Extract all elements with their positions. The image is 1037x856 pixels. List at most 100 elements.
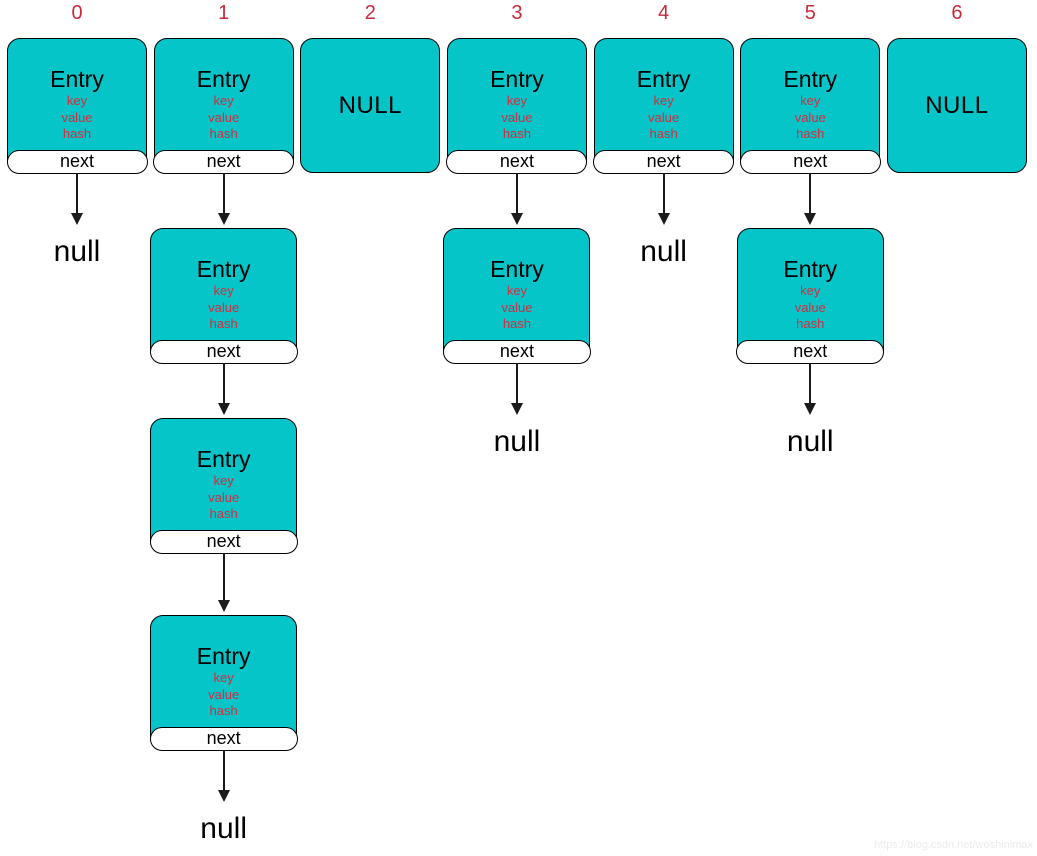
arrow-head-icon bbox=[217, 403, 230, 415]
entry-field-value: value bbox=[501, 109, 533, 125]
arrow-line bbox=[222, 173, 225, 213]
entry-title: Entry bbox=[783, 256, 838, 282]
entry-field-key: key bbox=[213, 670, 234, 685]
entry-next-slot: next bbox=[149, 726, 298, 751]
entry-next-slot: next bbox=[6, 149, 148, 174]
arrow-line bbox=[222, 363, 225, 403]
arrow-head-icon bbox=[510, 403, 523, 415]
entry-field-hash: hash bbox=[649, 126, 678, 141]
entry-title: Entry bbox=[490, 66, 544, 92]
down-arrow bbox=[510, 363, 524, 415]
down-arrow bbox=[217, 173, 231, 225]
entry-field-value: value bbox=[208, 686, 240, 702]
entry-field-key: key bbox=[506, 283, 528, 298]
entry-field-key: key bbox=[653, 93, 674, 108]
entry-field-key: key bbox=[213, 93, 234, 108]
entry-next-slot: next bbox=[739, 149, 881, 174]
bucket-index-label: 0 bbox=[71, 2, 83, 24]
arrow-line bbox=[809, 363, 812, 403]
arrow-line bbox=[809, 173, 812, 213]
chain-null-label: null bbox=[200, 812, 247, 845]
arrow-line bbox=[222, 750, 225, 790]
arrow-head-icon bbox=[804, 213, 817, 225]
entry-field-value: value bbox=[61, 109, 93, 125]
arrow-head-icon bbox=[71, 213, 83, 225]
entry-title: Entry bbox=[490, 256, 544, 282]
arrow-line bbox=[222, 553, 225, 600]
chain-null-label: null bbox=[493, 425, 541, 458]
arrow-line bbox=[515, 363, 518, 403]
chain-null-label: null bbox=[53, 235, 101, 268]
entry-field-hash: hash bbox=[796, 126, 825, 141]
entry-next-slot: next bbox=[593, 149, 735, 174]
down-arrow bbox=[217, 750, 231, 802]
null-bucket-node: NULL bbox=[300, 38, 441, 173]
entry-field-key: key bbox=[506, 93, 528, 108]
entry-field-hash: hash bbox=[209, 316, 238, 331]
entry-title: Entry bbox=[783, 66, 838, 92]
entry-title: Entry bbox=[636, 66, 691, 92]
bucket-index-label: 5 bbox=[804, 2, 816, 24]
entry-field-hash: hash bbox=[502, 316, 532, 331]
entry-title: Entry bbox=[196, 256, 251, 282]
arrow-line bbox=[76, 173, 78, 213]
entry-next-slot: next bbox=[736, 339, 885, 364]
entry-field-value: value bbox=[501, 299, 533, 315]
entry-field-value: value bbox=[208, 299, 240, 315]
entry-field-hash: hash bbox=[796, 316, 825, 331]
entry-next-slot: next bbox=[149, 339, 298, 364]
down-arrow bbox=[217, 363, 231, 415]
chain-null-label: null bbox=[786, 425, 834, 458]
entry-field-hash: hash bbox=[209, 506, 238, 521]
entry-title: Entry bbox=[196, 643, 251, 669]
down-arrow bbox=[803, 363, 817, 415]
entry-title: Entry bbox=[50, 66, 104, 92]
arrow-head-icon bbox=[657, 213, 670, 225]
entry-field-hash: hash bbox=[209, 126, 238, 141]
entry-field-key: key bbox=[213, 283, 234, 298]
entry-field-value: value bbox=[794, 299, 826, 315]
entry-field-key: key bbox=[66, 93, 88, 108]
entry-field-value: value bbox=[794, 109, 826, 125]
bucket-index-label: 4 bbox=[658, 2, 670, 24]
null-bucket-node: NULL bbox=[886, 38, 1027, 173]
down-arrow bbox=[510, 173, 524, 225]
bucket-index-label: 3 bbox=[511, 2, 523, 24]
down-arrow bbox=[803, 173, 817, 225]
bucket-index-label: 6 bbox=[951, 2, 963, 24]
watermark: https://blog.csdn.net/woshinimax bbox=[874, 839, 1033, 851]
entry-field-key: key bbox=[213, 473, 234, 488]
entry-next-slot: next bbox=[149, 529, 298, 554]
bucket-index-label: 1 bbox=[218, 2, 230, 24]
down-arrow bbox=[70, 173, 84, 225]
arrow-head-icon bbox=[217, 600, 230, 612]
arrow-line bbox=[662, 173, 665, 213]
entry-field-hash: hash bbox=[62, 126, 92, 141]
bucket-index-label: 2 bbox=[364, 2, 376, 24]
entry-next-slot: next bbox=[442, 339, 591, 364]
arrow-head-icon bbox=[510, 213, 523, 225]
chain-null-label: null bbox=[640, 235, 687, 268]
entry-next-slot: next bbox=[153, 149, 295, 174]
entry-field-value: value bbox=[648, 109, 680, 125]
entry-field-hash: hash bbox=[209, 703, 238, 718]
entry-field-value: value bbox=[208, 489, 240, 505]
entry-field-key: key bbox=[800, 93, 821, 108]
arrow-line bbox=[515, 173, 518, 213]
down-arrow bbox=[217, 553, 231, 612]
arrow-head-icon bbox=[217, 213, 230, 225]
entry-title: Entry bbox=[196, 446, 251, 472]
down-arrow bbox=[657, 173, 671, 225]
entry-field-hash: hash bbox=[502, 126, 532, 141]
entry-field-value: value bbox=[208, 109, 240, 125]
